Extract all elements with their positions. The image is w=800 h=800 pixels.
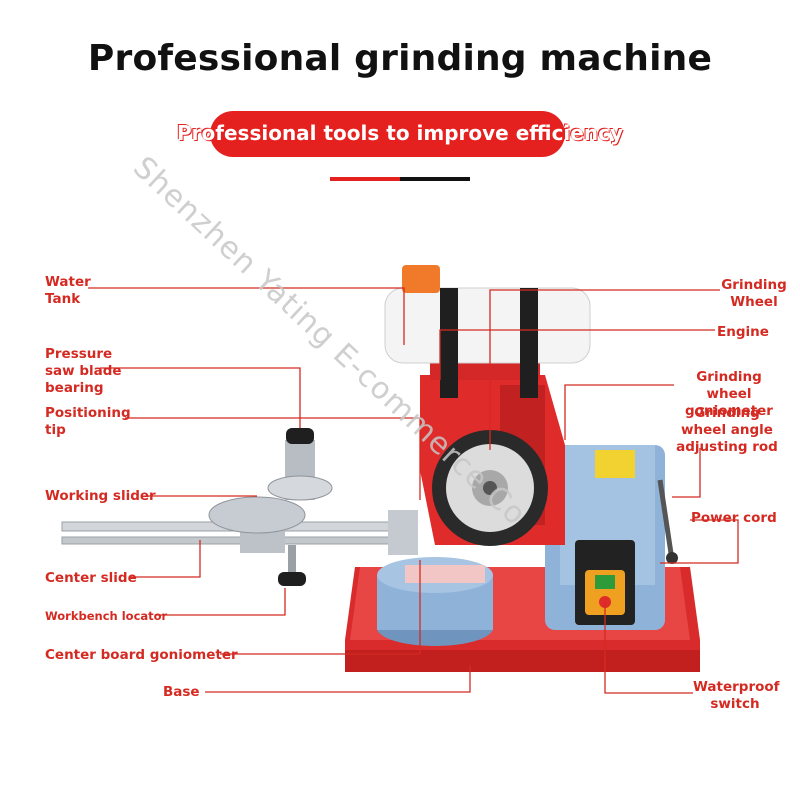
label-center-slide: Center slide xyxy=(45,570,137,586)
label-power-cord: Power cord xyxy=(691,510,777,526)
label-center-board-goniometer: Center board goniometer xyxy=(45,647,238,663)
motor-housing xyxy=(545,445,678,630)
label-grinding-wheel-goniometer: Grinding wheel goniometer xyxy=(685,369,773,419)
leader-lines xyxy=(88,287,739,694)
water-tank xyxy=(384,265,591,398)
label-waterproof-switch: Waterproof switch xyxy=(693,679,780,712)
label-pressure-bearing: Pressure saw blade bearing xyxy=(45,346,122,396)
label-working-slider: Working slider xyxy=(45,488,156,504)
page-title: Professional grinding machine xyxy=(87,38,713,79)
label-positioning-tip: Positioning tip xyxy=(45,405,131,438)
label-workbench-locator: Workbench locator xyxy=(45,609,168,623)
subtitle-text: Professional tools to improve efficiency xyxy=(177,121,623,145)
label-grinding-wheel: Grinding Wheel xyxy=(721,277,787,310)
label-base: Base xyxy=(163,684,200,700)
divider-red xyxy=(330,177,400,181)
grinding-wheel xyxy=(432,430,548,546)
label-engine: Engine xyxy=(717,324,769,340)
label-water-tank: Water Tank xyxy=(45,274,91,307)
workbench-locator-knob xyxy=(278,545,306,586)
subtitle-banner xyxy=(210,111,565,157)
label-angle-adjusting-rod: Grinding wheel angle adjusting rod xyxy=(676,405,778,455)
working-slider-plate xyxy=(208,428,333,534)
divider-black xyxy=(400,177,470,181)
goniometer-pedestal xyxy=(377,557,493,646)
